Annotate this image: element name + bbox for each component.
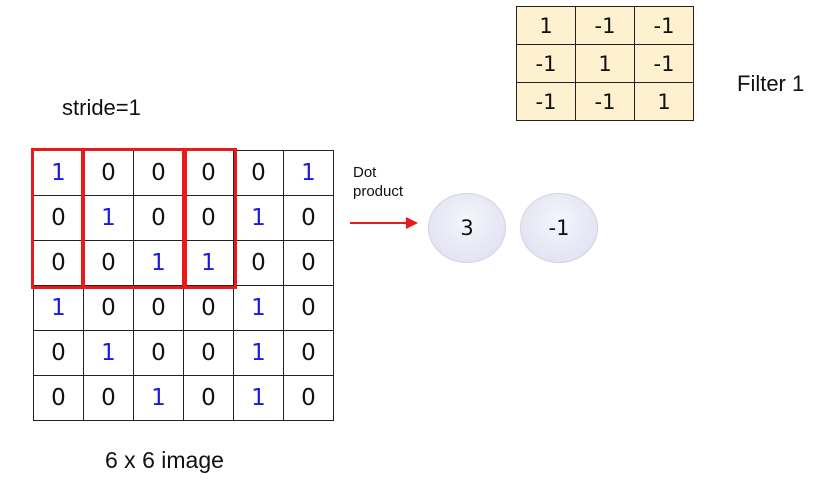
- image-cell: 0: [183, 330, 234, 376]
- receptive-field-frame-3: [184, 148, 237, 289]
- filter-row: -1 -1 1: [516, 82, 694, 121]
- filter-cell: -1: [575, 82, 635, 121]
- filter-matrix: 1 -1 -1 -1 1 -1 -1 -1 1: [516, 6, 694, 121]
- stride-label: stride=1: [62, 95, 141, 120]
- image-row: 0 0 1 1 0 0: [33, 240, 334, 286]
- result-value-2: -1: [520, 193, 598, 263]
- image-cell: 0: [83, 150, 134, 196]
- image-cell: 0: [183, 285, 234, 331]
- image-cell: 1: [33, 285, 84, 331]
- filter-cell: -1: [634, 44, 694, 83]
- dot-product-label-line1: Dot: [353, 164, 377, 181]
- image-cell: 0: [133, 195, 184, 241]
- image-cell: 0: [283, 330, 334, 376]
- image-cell: 0: [83, 375, 134, 421]
- image-cell: 0: [183, 195, 234, 241]
- image-cell: 0: [233, 240, 284, 286]
- filter-row: 1 -1 -1: [516, 6, 694, 45]
- filter-cell: -1: [516, 44, 576, 83]
- filter-label: Filter 1: [737, 71, 805, 96]
- image-cell: 1: [133, 240, 184, 286]
- image-cell: 0: [283, 195, 334, 241]
- image-cell: 0: [283, 375, 334, 421]
- image-cell: 1: [83, 330, 134, 376]
- filter-cell: 1: [634, 82, 694, 121]
- image-cell: 1: [233, 285, 284, 331]
- image-cell: 0: [183, 150, 234, 196]
- filter-cell: -1: [634, 6, 694, 45]
- image-cell: 0: [83, 240, 134, 286]
- image-cell: 1: [133, 375, 184, 421]
- image-row: 0 0 1 0 1 0: [33, 375, 334, 421]
- image-cell: 0: [283, 240, 334, 286]
- result-value-1: 3: [428, 193, 506, 263]
- image-cell: 1: [83, 195, 134, 241]
- filter-cell: -1: [575, 6, 635, 45]
- filter-cell: 1: [575, 44, 635, 83]
- image-cell: 1: [283, 150, 334, 196]
- image-cell: 0: [33, 330, 84, 376]
- dot-product-label-line2: product: [353, 183, 404, 200]
- image-row: 0 1 0 0 1 0: [33, 330, 334, 376]
- image-row: 1 0 0 0 1 0: [33, 285, 334, 331]
- filter-row: -1 1 -1: [516, 44, 694, 83]
- image-matrix: 1 0 0 0 0 1 0 1 0 0 1 0 0 0 1 1 0 0 1 0 …: [33, 150, 334, 421]
- receptive-field-frame-2: [82, 148, 185, 289]
- image-cell: 0: [233, 150, 284, 196]
- image-cell: 0: [83, 285, 134, 331]
- image-cell: 1: [233, 330, 284, 376]
- image-row: 0 1 0 0 1 0: [33, 195, 334, 241]
- image-cell: 0: [133, 285, 184, 331]
- image-cell: 1: [233, 195, 284, 241]
- image-cell: 1: [183, 240, 234, 286]
- filter-cell: -1: [516, 82, 576, 121]
- image-cell: 0: [33, 375, 84, 421]
- arrow-right-icon: [350, 217, 418, 229]
- image-cell: 0: [133, 330, 184, 376]
- filter-cell: 1: [516, 6, 576, 45]
- image-cell: 0: [33, 195, 84, 241]
- image-cell: 0: [183, 375, 234, 421]
- image-label: 6 x 6 image: [105, 447, 224, 473]
- image-cell: 1: [33, 150, 84, 196]
- receptive-field-frame-1: [31, 148, 84, 289]
- image-cell: 0: [283, 285, 334, 331]
- image-cell: 1: [233, 375, 284, 421]
- dot-product-label: Dot product: [353, 163, 403, 201]
